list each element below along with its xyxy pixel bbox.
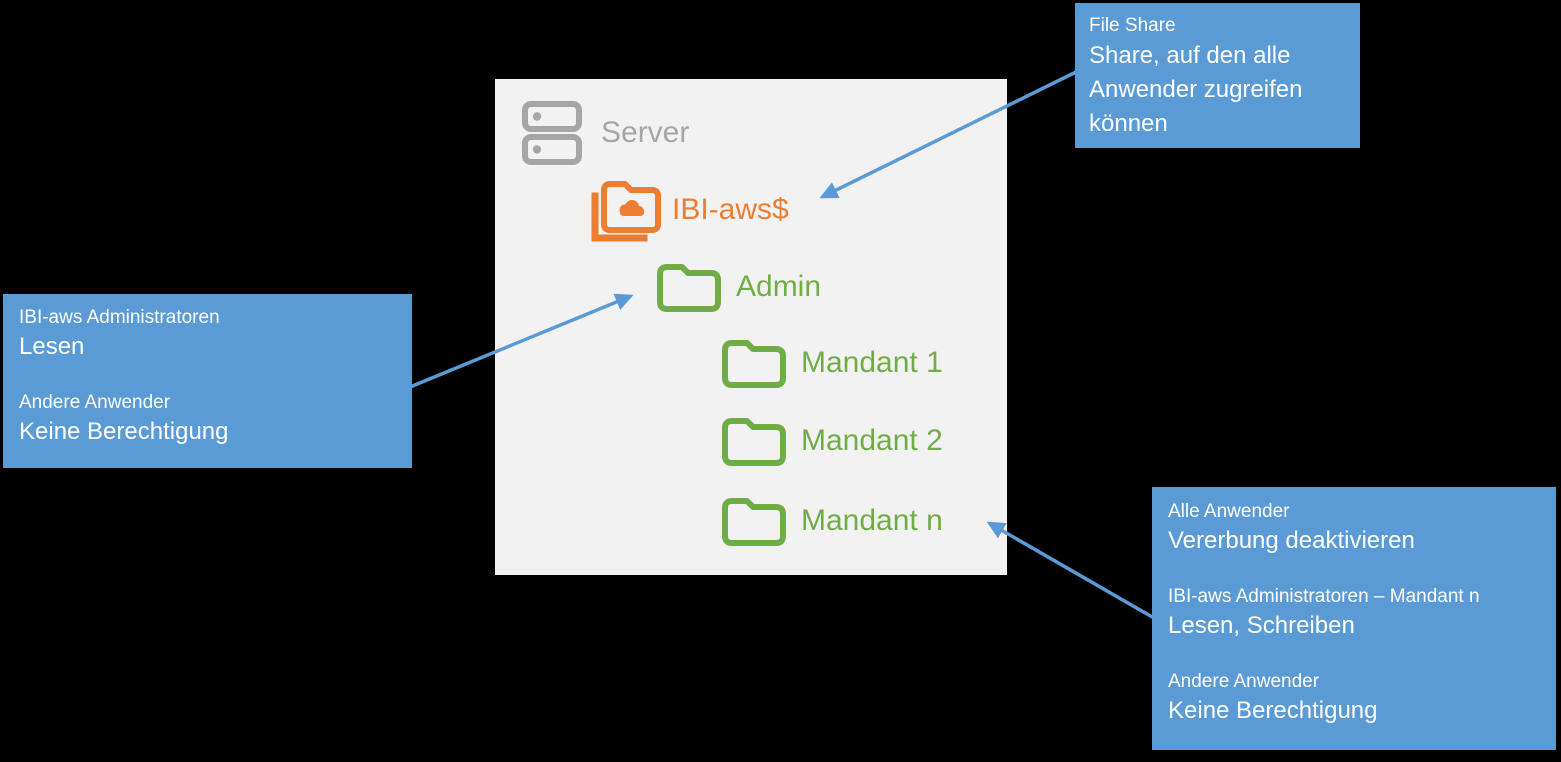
folder-icon-mandant-n [721,496,787,548]
callout-file-share-title: File Share [1089,15,1176,36]
folder-icon-admin [656,262,722,314]
callout-mandant-permissions: Alle Anwender Vererbung deaktivieren IBI… [1152,487,1556,750]
folder-icon-mandant-2 [721,416,787,468]
permission-group: IBI-aws Administratoren [19,307,220,328]
callout-file-share: File Share Share, auf den alle Anwender … [1075,3,1360,148]
cloud-icon [619,200,644,216]
arrow-mandant-callout-to-mandant-n [986,521,1155,620]
permission-group: Andere Anwender [1168,671,1320,692]
callout-admin-permissions: IBI-aws Administratoren Lesen Andere Anw… [3,294,412,468]
permission-group: IBI-aws Administratoren – Mandant n [1168,586,1480,607]
permission-group: Alle Anwender [1168,501,1290,522]
permission-pair: Andere Anwender Keine Berechtigung [1168,668,1540,726]
mandant-1-label: Mandant 1 [801,346,943,379]
mandant-2-label: Mandant 2 [801,424,943,457]
permission-value: Keine Berechtigung [1168,697,1378,724]
permission-pair: IBI-aws Administratoren Lesen [19,304,396,362]
permission-pair: Andere Anwender Keine Berechtigung [19,389,396,447]
server-icon [522,101,582,165]
shared-folder-cloud-icon [588,178,664,250]
mandant-n-label: Mandant n [801,504,943,537]
permission-value: Vererbung deaktivieren [1168,527,1415,554]
server-label: Server [601,116,690,149]
permission-group: Andere Anwender [19,392,171,413]
permission-value: Lesen, Schreiben [1168,612,1355,639]
admin-folder-label: Admin [736,270,822,303]
permission-value: Keine Berechtigung [19,418,229,445]
share-label: IBI-aws$ [672,193,789,226]
callout-file-share-body: Share, auf den alle Anwender zugreifen k… [1089,42,1303,137]
permission-value: Lesen [19,333,85,360]
permission-pair: Alle Anwender Vererbung deaktivieren [1168,498,1540,556]
permission-pair: IBI-aws Administratoren – Mandant n Lese… [1168,583,1540,641]
folder-icon-mandant-1 [721,338,787,390]
